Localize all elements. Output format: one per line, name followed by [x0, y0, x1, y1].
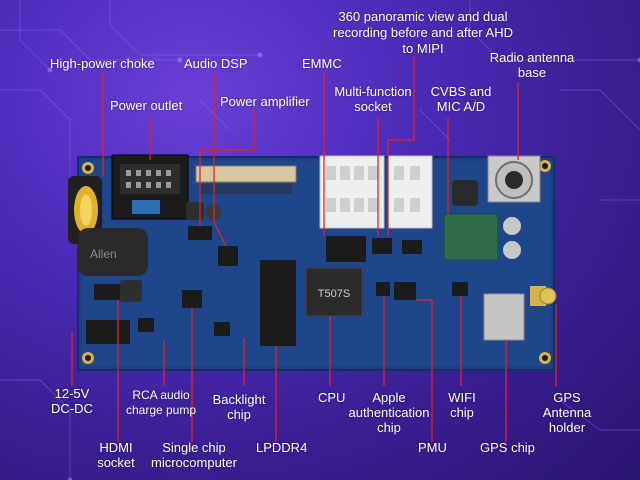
- label-power-amplifier: Power amplifier: [220, 94, 310, 109]
- gps-chip-shield: [483, 293, 525, 341]
- label-gps-chip: GPS chip: [480, 440, 535, 455]
- label-radio-antenna-base: Radio antenna base: [489, 50, 575, 80]
- label-hdmi-socket: HDMI socket: [97, 440, 135, 470]
- label-backlight-chip: Backlight chip: [212, 392, 266, 422]
- gps-antenna-holder-component: [530, 286, 557, 306]
- svg-text:Allen: Allen: [90, 247, 117, 261]
- backlight-chip-part: [214, 322, 230, 336]
- label-gps-antenna-holder: GPS Antenna holder: [542, 390, 592, 435]
- lpddr4-chip: [260, 260, 296, 346]
- label-power-outlet: Power outlet: [110, 98, 183, 113]
- wifi-chip: [452, 282, 468, 296]
- choke-component: [68, 176, 102, 244]
- label-wifi-chip: WIFI chip: [448, 390, 476, 420]
- power-amp-chip: [188, 226, 212, 240]
- label-apple-auth: Apple authentication chip: [348, 390, 430, 435]
- audio-dsp-chip: [218, 246, 238, 266]
- label-rca-audio: RCA audio charge pump: [125, 388, 197, 417]
- svg-text:T507S: T507S: [318, 288, 350, 300]
- label-multi-function-socket: Multi-function socket: [334, 84, 412, 114]
- label-cvbs-mic: CVBS and MIC A/D: [430, 84, 492, 114]
- label-emmc: EMMC: [302, 56, 342, 71]
- multi-function-socket-component: [319, 155, 433, 229]
- label-high-power-choke: High-power choke: [50, 56, 155, 71]
- hdmi-chip: [94, 284, 120, 300]
- ribbon-connector: [195, 165, 297, 183]
- electrolytic-capacitor: Allen: [78, 228, 148, 276]
- power-outlet-component: [111, 154, 189, 220]
- label-pmu: PMU: [418, 440, 447, 455]
- cvbs-mic-module: [443, 213, 499, 261]
- apple-auth-chip: [376, 282, 390, 296]
- label-cpu: CPU: [318, 390, 346, 405]
- label-360-panoramic: 360 panoramic view and dual recording be…: [333, 9, 513, 56]
- rca-chip: [138, 318, 154, 332]
- mounting-holes: [82, 160, 551, 364]
- label-single-chip: Single chip microcomputer: [151, 440, 237, 470]
- mcu-chip: [182, 290, 202, 308]
- label-audio-dsp: Audio DSP: [184, 56, 248, 71]
- label-lpddr4: LPDDR4: [256, 440, 308, 455]
- label-dc-dc: 12-5V DC-DC: [51, 386, 93, 416]
- radio-antenna-base-component: [487, 155, 541, 203]
- dc-dc-chip: [86, 320, 130, 344]
- emmc-chip: [326, 236, 366, 262]
- pmu-chip: [394, 282, 416, 300]
- cpu-chip: T507S: [305, 267, 363, 317]
